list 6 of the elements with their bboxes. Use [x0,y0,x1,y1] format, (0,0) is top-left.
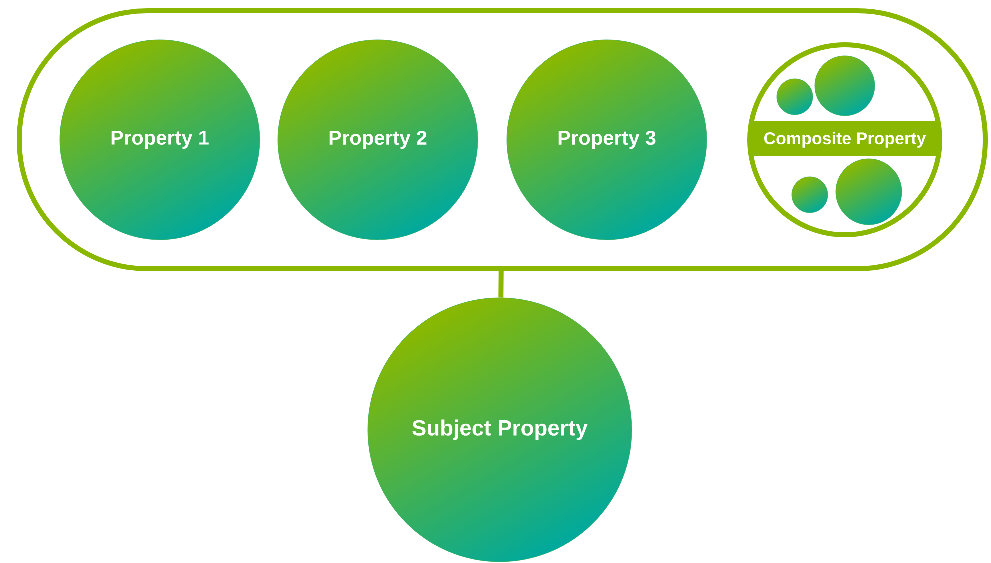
small-circle [836,158,902,226]
small-circle [814,56,876,116]
connector-line [498,271,504,298]
small-circle [792,176,828,214]
small-circle [776,78,814,116]
rounded-frame [17,8,988,272]
